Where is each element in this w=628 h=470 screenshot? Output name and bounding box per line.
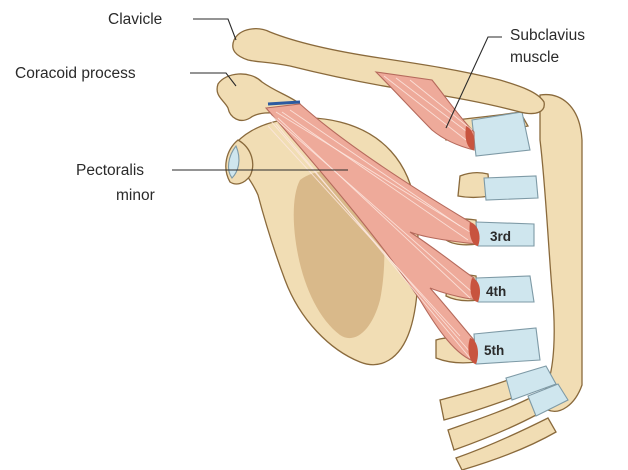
rib-2-cartilage [484,176,538,200]
clavicle-leader [193,19,236,40]
pectoralis-minor-label-line2: minor [116,187,155,204]
rib-label-4th: 4th [486,284,506,299]
pectoralis-minor-label-line1: Pectoralis [76,162,144,179]
clavicle-label: Clavicle [108,11,162,28]
sternum [540,95,582,412]
subclavius-muscle-label-line2: muscle [510,49,559,66]
rib-1-cartilage [472,112,530,156]
pectoralis-minor-origin [268,102,300,104]
subclavius-muscle-label-line1: Subclavius [510,27,585,44]
rib-label-5th: 5th [484,343,504,358]
rib-label-3rd: 3rd [490,229,511,244]
coracoid-process-label: Coracoid process [15,65,136,82]
